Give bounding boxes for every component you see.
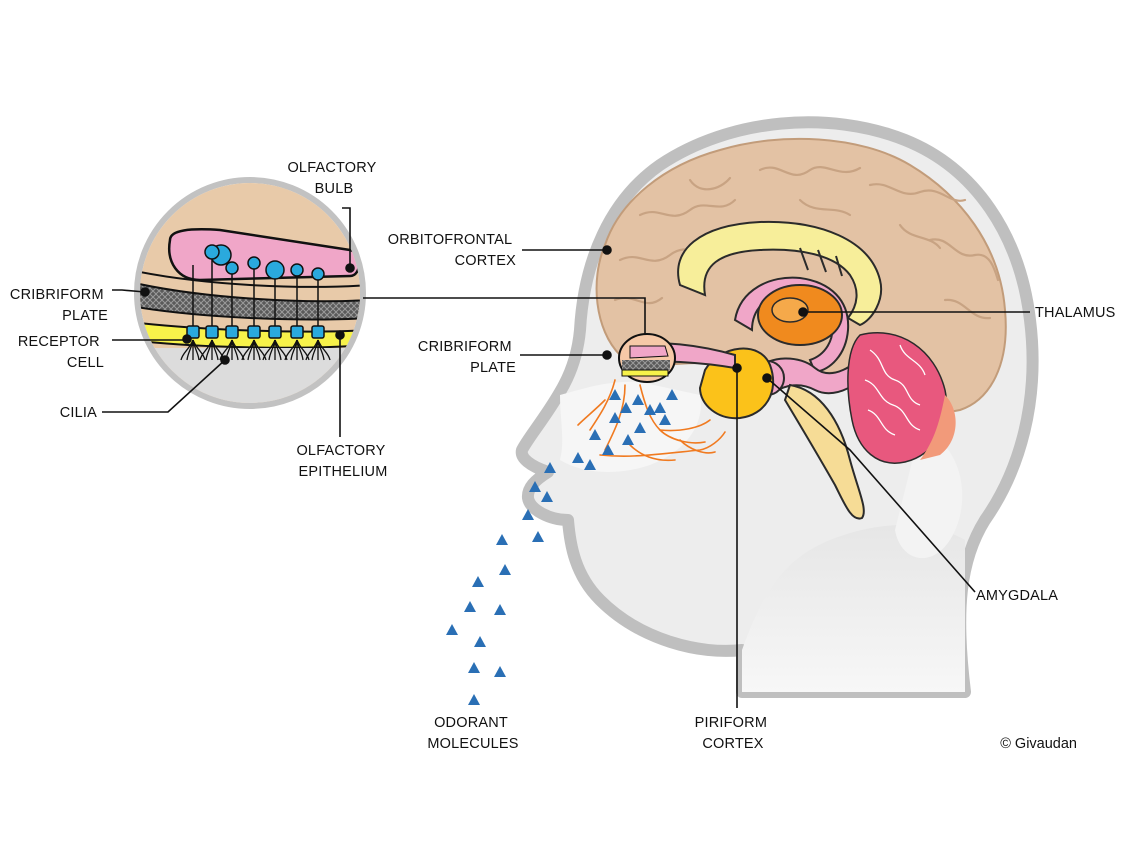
odorant-molecule (474, 636, 486, 647)
brain (595, 137, 1007, 520)
odorant-molecule (632, 394, 644, 405)
neck-shading (742, 525, 965, 692)
receptor-cell (186, 325, 200, 339)
odorant-molecule (496, 534, 508, 545)
odorant-molecule (494, 604, 506, 615)
thalamus-core (771, 297, 809, 323)
labels: OLFACTORY BULB ORBITOFRONTAL CORTEX CRIB… (10, 160, 1116, 752)
cilium (231, 339, 245, 361)
glomerulus (204, 244, 220, 260)
odorant-molecule (464, 601, 476, 612)
label-amygdala: AMYGDALA (976, 588, 1058, 604)
odorant-molecule (634, 422, 646, 433)
callosum-rungs (799, 247, 843, 277)
odorant-molecule (544, 462, 556, 473)
copyright-notice: © Givaudan (1000, 736, 1077, 752)
cribriform-zoom (618, 333, 676, 383)
label-olfactory-epithelium: OLFACTORY EPITHELIUM (296, 443, 389, 480)
cilium (296, 339, 310, 361)
glomerulus (311, 267, 325, 281)
odorant-molecule (609, 389, 621, 400)
receptor-cell (268, 325, 282, 339)
inset-cilia (180, 339, 331, 361)
odorant-molecule (589, 429, 601, 440)
cerebellum-lower (920, 395, 956, 460)
odorant-molecule (620, 402, 632, 413)
odorant-molecule (541, 491, 553, 502)
cerebellum (847, 332, 948, 464)
odorant-molecule (584, 459, 596, 470)
nasal-cavity (560, 381, 701, 472)
label-cilia: CILIA (60, 405, 97, 421)
glomerulus (247, 256, 261, 270)
label-cribriform-plate-right: CRIBRIFORM PLATE (418, 339, 516, 376)
cilium (192, 339, 206, 361)
label-thalamus: THALAMUS (1035, 305, 1116, 321)
glomerulus (265, 260, 285, 280)
label-cribriform-plate-left: CRIBRIFORM PLATE (10, 287, 108, 324)
label-orbitofrontal-cortex: ORBITOFRONTAL CORTEX (388, 232, 516, 269)
odorant-molecule (622, 434, 634, 445)
gyri-lines (613, 166, 1000, 320)
odorant-molecule (499, 564, 511, 575)
receptor-cell (225, 325, 239, 339)
label-piriform-cortex: PIRIFORM CORTEX (695, 715, 772, 752)
odorant-molecules (446, 389, 678, 705)
label-odorant-molecules: ODORANT MOLECULES (427, 715, 518, 752)
cerebellum-folia (864, 344, 926, 436)
cilium (274, 339, 288, 361)
odorant-molecule (472, 576, 484, 587)
odorant-molecule (609, 412, 621, 423)
odorant-molecule (666, 389, 678, 400)
odorant-molecule (468, 662, 480, 673)
odorant-molecule (494, 666, 506, 677)
odorant-molecule (654, 402, 666, 413)
brainstem (783, 383, 865, 520)
label-receptor-cell: RECEPTOR CELL (18, 334, 104, 371)
cilium (317, 339, 331, 361)
olfactory-nerves (577, 379, 726, 462)
receptor-cell (311, 325, 325, 339)
label-olfactory-bulb: OLFACTORY BULB (287, 160, 380, 197)
leader-lines (102, 207, 1030, 708)
receptor-cell (290, 325, 304, 339)
corpus-callosum (677, 220, 883, 327)
odorant-molecule (522, 509, 534, 520)
receptor-cell (205, 325, 219, 339)
odorant-molecule (602, 444, 614, 455)
odorant-molecule (572, 452, 584, 463)
odorant-molecule (532, 531, 544, 542)
glomerulus (290, 263, 304, 277)
inset-magnification (134, 177, 366, 409)
odorant-molecule (659, 414, 671, 425)
odorant-molecule (446, 624, 458, 635)
odorant-molecule (529, 481, 541, 492)
glomerulus (225, 261, 239, 275)
inset-neurons (186, 244, 325, 339)
odorant-molecule (644, 404, 656, 415)
odorant-molecule (468, 694, 480, 705)
cilium (253, 339, 267, 361)
ear-area (895, 430, 963, 559)
receptor-cell (247, 325, 261, 339)
